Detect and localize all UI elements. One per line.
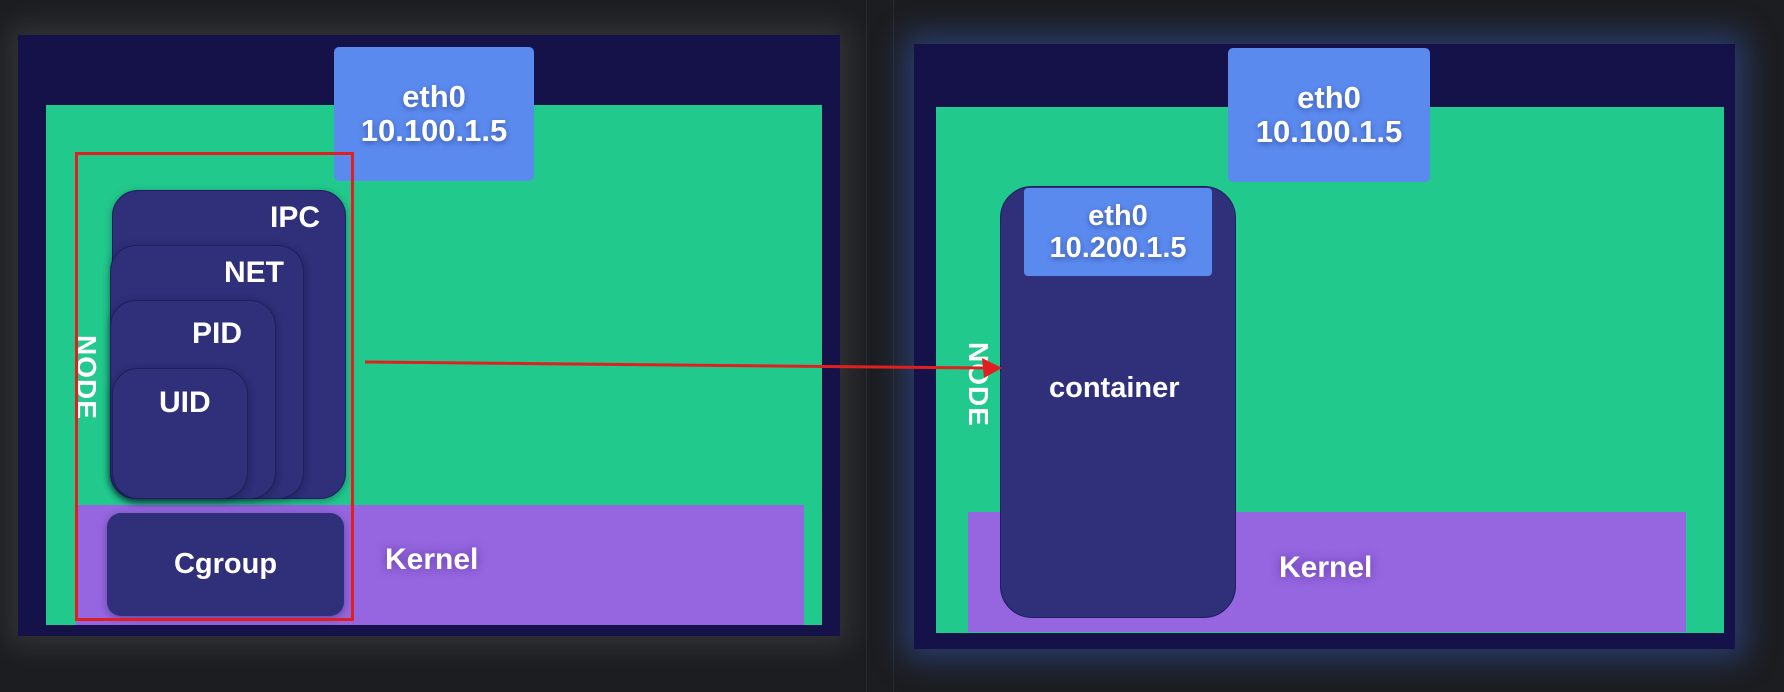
right-diagram-frame: Kernel NODE eth0 10.100.1.5 eth0 10.200.… [914, 44, 1735, 649]
cgroup-box: Cgroup [107, 513, 344, 616]
arrow-head [982, 358, 1002, 378]
kernel-label: Kernel [1279, 551, 1373, 584]
container-eth0-box: eth0 10.200.1.5 [1024, 188, 1212, 276]
eth-name: eth0 [1088, 200, 1148, 232]
node-eth0-box: eth0 10.100.1.5 [334, 47, 534, 181]
node-label: NODE [963, 342, 994, 427]
eth-ip: 10.200.1.5 [1049, 232, 1187, 264]
highlight-rectangle [75, 152, 354, 621]
kernel-label: Kernel [385, 543, 479, 576]
eth-name: eth0 [1297, 80, 1361, 115]
arrow-line [364, 360, 986, 370]
ipc-namespace-label: IPC [270, 201, 321, 234]
eth-name: eth0 [402, 79, 466, 114]
container-label: container [1049, 372, 1180, 404]
node-eth0-box: eth0 10.100.1.5 [1228, 48, 1430, 182]
pid-namespace-label: PID [192, 317, 243, 350]
panel-divider [866, 0, 867, 692]
uid-namespace-label: UID [159, 386, 211, 419]
eth-ip: 10.100.1.5 [360, 113, 508, 148]
eth-ip: 10.100.1.5 [1255, 114, 1403, 149]
panel-divider [893, 0, 894, 692]
net-namespace-label: NET [224, 256, 284, 289]
uid-namespace-card [112, 368, 248, 499]
